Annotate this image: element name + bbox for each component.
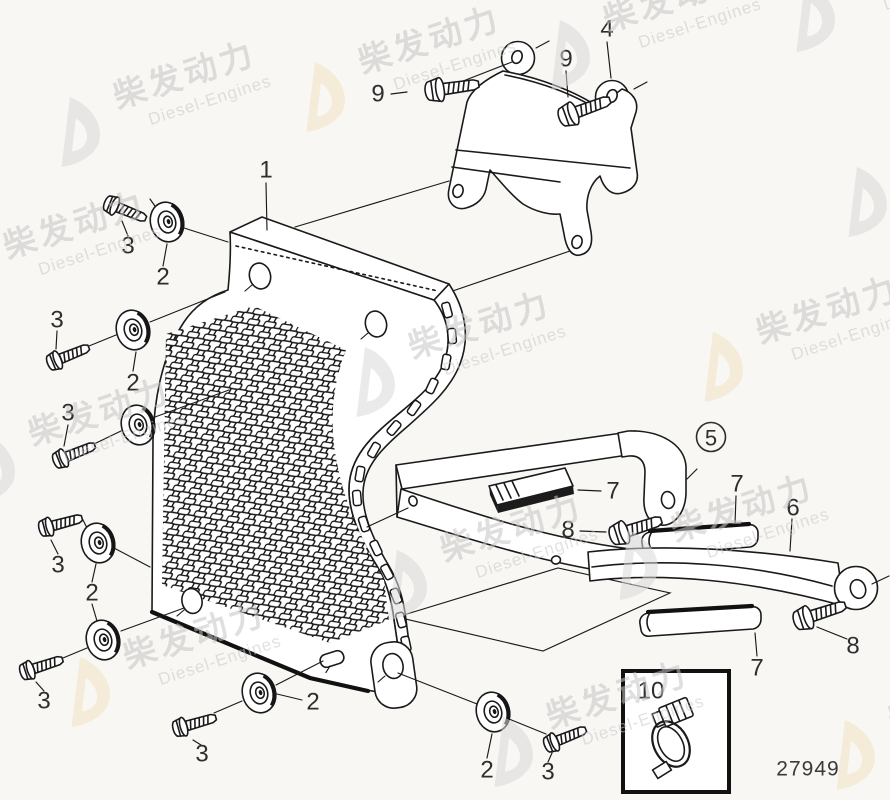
plate-hole-lower-left <box>181 587 203 615</box>
callout-5: 5 <box>705 426 717 451</box>
pad-7c <box>639 603 762 638</box>
frame-arm-hole <box>660 490 676 510</box>
callout-3: 3 <box>37 688 50 715</box>
callout-5-circle <box>695 421 727 453</box>
plate-hole-upper-left <box>248 262 272 290</box>
plate-hole-upper-right <box>364 310 388 338</box>
callout-2: 2 <box>480 757 493 784</box>
part-10-inset-box <box>621 669 731 794</box>
callout-8: 8 <box>846 633 859 660</box>
callout-3: 3 <box>195 741 208 768</box>
part-number: 27949 <box>776 758 839 781</box>
callout-6: 6 <box>786 495 799 522</box>
bracket-hole-bottom-left <box>452 183 464 199</box>
callout-4: 4 <box>600 16 613 43</box>
pad-7a <box>488 467 574 513</box>
callout-3: 3 <box>541 759 554 786</box>
callout-9: 9 <box>371 81 384 108</box>
callout-3: 3 <box>51 552 64 579</box>
watermark-text-en: Diesel-Engines <box>881 0 890 14</box>
callout-10: 10 <box>638 678 665 705</box>
part-1-protecting-plate <box>149 216 467 709</box>
callout-8: 8 <box>561 517 574 544</box>
hose-clamp <box>651 696 694 780</box>
flange-fold-dotted-line <box>235 245 439 292</box>
callout-2: 2 <box>85 580 98 607</box>
callout-3: 3 <box>50 307 63 334</box>
callout-7: 7 <box>750 655 763 682</box>
perforation-field <box>162 306 389 643</box>
callout-labels: 1 2 2 2 2 2 3 3 3 3 3 3 3 4 5 6 7 7 7 8 … <box>37 16 859 786</box>
callout-1: 1 <box>259 157 272 184</box>
watermark-tile: 柴发动力 Diesel-Engines <box>0 371 189 505</box>
assembly-lines <box>294 180 672 652</box>
callout-3: 3 <box>61 400 74 427</box>
callout-2: 2 <box>156 264 169 291</box>
bracket-hole-bottom-center <box>571 234 583 250</box>
callout-7: 7 <box>730 471 743 498</box>
callout-7: 7 <box>606 478 619 505</box>
callout-2: 2 <box>126 370 139 397</box>
callout-3: 3 <box>121 233 134 260</box>
bracket-hole-top-left <box>511 49 523 65</box>
mounting-plane-outline <box>394 567 672 652</box>
callout-2: 2 <box>306 689 319 716</box>
brace-hole <box>849 578 867 600</box>
leader-lines <box>35 40 890 763</box>
